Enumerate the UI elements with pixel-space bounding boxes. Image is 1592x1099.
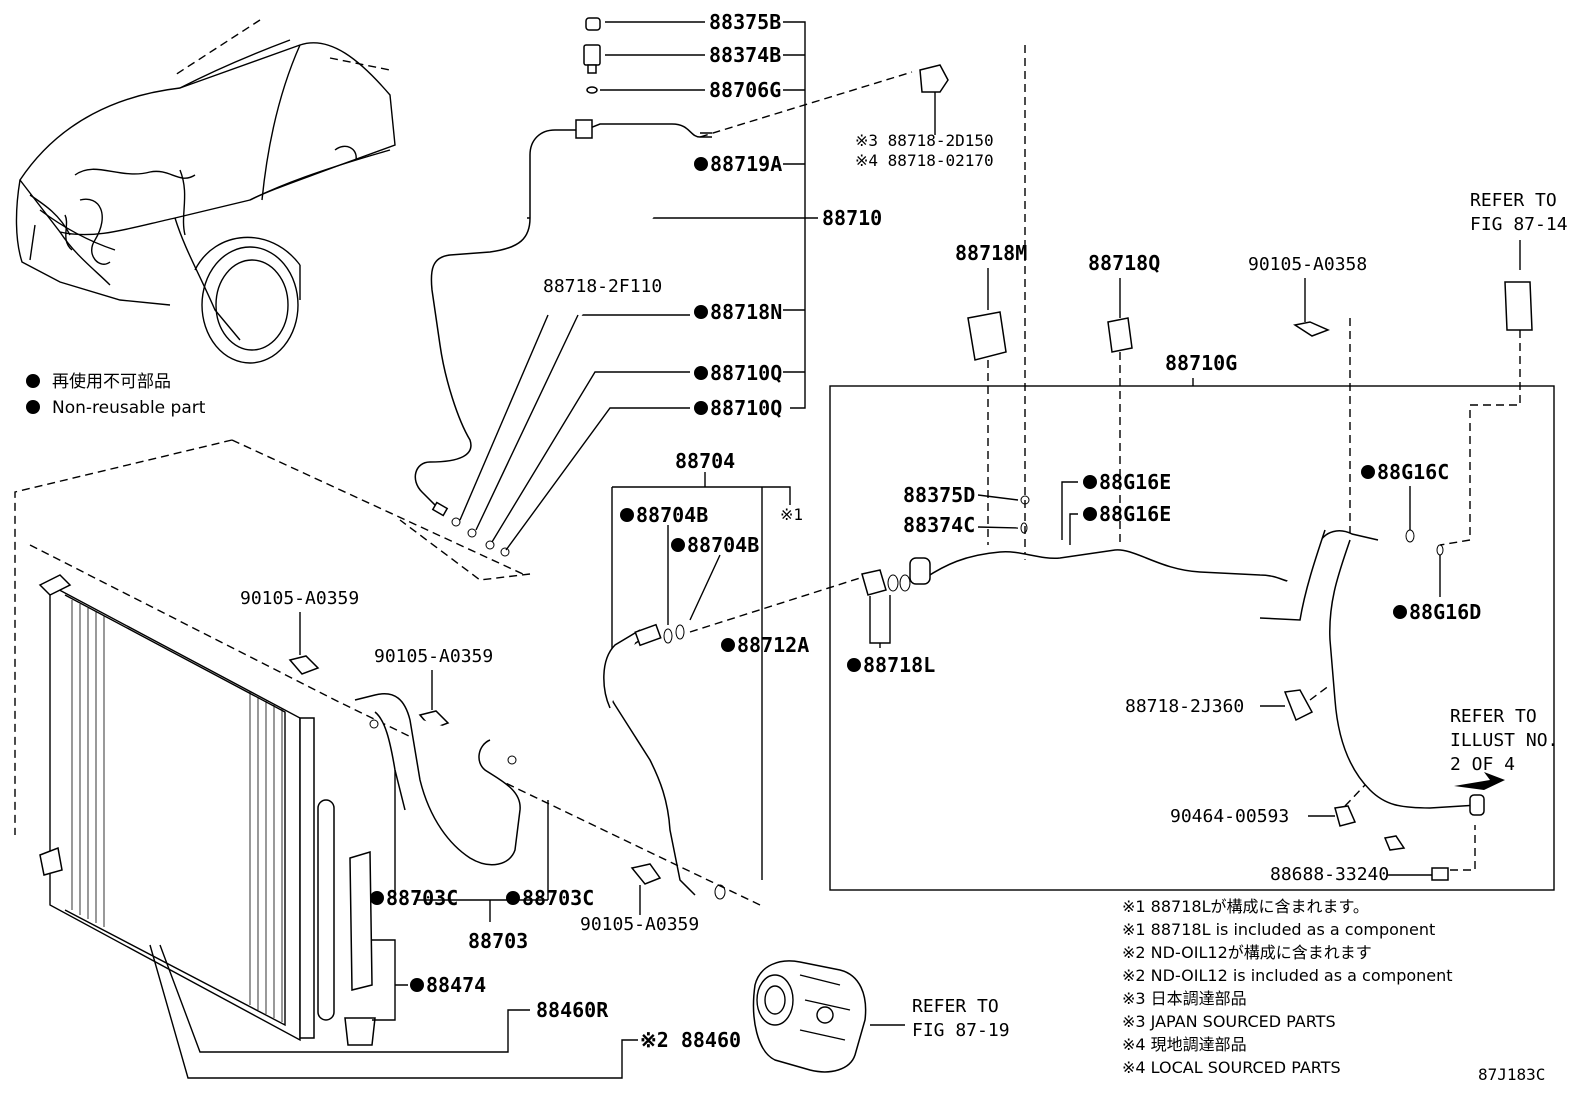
label-88460R: 88460R	[536, 998, 609, 1022]
note-line: ※2 ND-OIL12 is included as a component	[1122, 966, 1453, 985]
note-line: ※1 88718Lが構成に含まれます。	[1122, 897, 1369, 916]
note-line: ※4 LOCAL SOURCED PARTS	[1122, 1058, 1341, 1077]
label-88718-2F110: 88718-2F110	[543, 276, 662, 297]
label-88703: 88703	[468, 929, 528, 953]
refer-87-19-line2: FIG 87-19	[912, 1020, 1010, 1041]
nonreusable-bullet-icon	[410, 978, 424, 992]
nonreusable-bullet-icon	[694, 157, 708, 171]
label-88688-33240: 88688-33240	[1270, 864, 1389, 885]
nonreusable-bullet-icon	[370, 891, 384, 905]
pipe-88710G	[861, 529, 1485, 816]
label-90105-A0359-3: 90105-A0359	[580, 914, 699, 935]
label-88719A: 88719A	[710, 152, 782, 176]
refer-illust-line3: 2 OF 4	[1450, 754, 1515, 775]
label-88718L: 88718L	[863, 653, 935, 677]
label-88718-2D150: ※3 88718-2D150	[855, 131, 994, 150]
bolt-90105-A0358	[1293, 321, 1330, 337]
label-88703C-1: 88703C	[386, 886, 458, 910]
label-88G16C: 88G16C	[1377, 460, 1449, 484]
label-88718-02170: ※4 88718-02170	[855, 151, 994, 170]
label-88474: 88474	[426, 973, 486, 997]
nonreusable-bullet-icon	[694, 305, 708, 319]
footnotes: ※1 88718Lが構成に含まれます。 ※1 88718L is include…	[1122, 897, 1453, 1077]
nonreusable-bullet-icon	[721, 638, 735, 652]
note1-mark: ※1	[780, 505, 803, 524]
label-88712A: 88712A	[737, 633, 809, 657]
bracket-88704	[611, 472, 791, 880]
nonreusable-bullet-icon	[1083, 507, 1097, 521]
label-90105-A0359-2: 90105-A0359	[374, 646, 493, 667]
compressor	[752, 960, 867, 1073]
nonreusable-bullet-icon	[671, 538, 685, 552]
clamp-88718-2J360	[1283, 689, 1314, 722]
clamp-88718M	[967, 311, 1007, 361]
nonreusable-bullet-icon	[1083, 475, 1097, 489]
figure-code: 87J183C	[1478, 1065, 1545, 1084]
label-88718M: 88718M	[955, 241, 1027, 265]
note-line: ※4 現地調達部品	[1122, 1035, 1247, 1054]
dashed-guide	[689, 577, 861, 633]
legend: 再使用不可部品 Non-reusable part	[26, 371, 206, 418]
label-88460: ※2 88460	[640, 1028, 741, 1052]
label-88718-2J360: 88718-2J360	[1125, 696, 1244, 717]
label-88710G: 88710G	[1165, 351, 1237, 375]
legend-jp: 再使用不可部品	[52, 371, 171, 392]
label-88718N: 88718N	[710, 300, 782, 324]
condenser	[38, 574, 335, 1042]
label-88704: 88704	[675, 449, 735, 473]
legend-bullet-icon	[26, 374, 40, 388]
plug-icon	[344, 1017, 376, 1046]
hose-88704	[603, 623, 726, 900]
label-88G16E-2: 88G16E	[1099, 502, 1171, 526]
nonreusable-bullet-icon	[694, 401, 708, 415]
label-88G16D: 88G16D	[1409, 600, 1481, 624]
desiccant-icon	[349, 850, 373, 991]
label-88718Q: 88718Q	[1088, 251, 1160, 275]
vehicle-illustration	[15, 19, 396, 364]
label-88375B: 88375B	[709, 10, 781, 34]
nonreusable-bullet-icon	[847, 658, 861, 672]
label-88374C: 88374C	[903, 513, 975, 537]
label-90105-A0359-1: 90105-A0359	[240, 588, 359, 609]
note-line: ※3 JAPAN SOURCED PARTS	[1122, 1012, 1336, 1031]
bolt-icon	[288, 655, 320, 675]
pipe-88710	[414, 119, 712, 557]
label-88704B-2: 88704B	[687, 533, 759, 557]
label-88704B-1: 88704B	[636, 503, 708, 527]
pressure-switch-icon	[1504, 281, 1533, 331]
label-88710Q-1: 88710Q	[710, 361, 782, 385]
nonreusable-bullet-icon	[694, 366, 708, 380]
label-90105-A0358: 90105-A0358	[1248, 254, 1367, 275]
bolt-icon	[630, 863, 662, 885]
label-90464-00593: 90464-00593	[1170, 806, 1289, 827]
arrow-right-icon	[1454, 772, 1505, 790]
pipes-88703	[354, 693, 521, 866]
refer-87-14-line1: REFER TO	[1470, 190, 1557, 211]
note-line: ※3 日本調達部品	[1122, 989, 1247, 1008]
note-line: ※2 ND-OIL12が構成に含まれます	[1122, 943, 1372, 962]
nonreusable-bullet-icon	[1393, 605, 1407, 619]
refer-87-19-line1: REFER TO	[912, 996, 999, 1017]
label-88710Q-2: 88710Q	[710, 396, 782, 420]
region-88710	[399, 45, 1026, 581]
label-88374B: 88374B	[709, 43, 781, 67]
clamp-88718Q	[1107, 317, 1133, 353]
label-88375D: 88375D	[903, 483, 975, 507]
refer-illust-line1: REFER TO	[1450, 706, 1537, 727]
refer-87-14-line2: FIG 87-14	[1470, 214, 1568, 235]
nonreusable-bullet-icon	[620, 508, 634, 522]
label-88710: 88710	[822, 206, 882, 230]
nonreusable-bullet-icon	[1361, 465, 1375, 479]
legend-en: Non-reusable part	[52, 398, 206, 418]
label-88706G: 88706G	[709, 78, 781, 102]
legend-bullet-icon	[26, 400, 40, 414]
label-88703C-2: 88703C	[522, 886, 594, 910]
refer-illust-line2: ILLUST NO.	[1450, 730, 1558, 751]
label-88G16E-1: 88G16E	[1099, 470, 1171, 494]
note-line: ※1 88718L is included as a component	[1122, 920, 1435, 939]
dashed-guides	[987, 318, 1521, 560]
nonreusable-bullet-icon	[506, 891, 520, 905]
box-88710G	[829, 378, 1555, 891]
